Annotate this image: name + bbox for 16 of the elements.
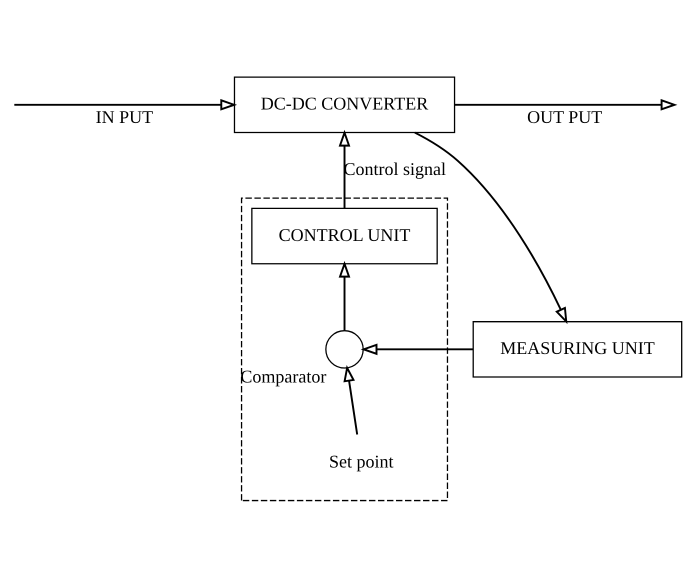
- node-text: Set point: [328, 450, 394, 471]
- cluster: [240, 196, 448, 501]
- arrow: [360, 342, 474, 355]
- node-label: Comparator: [240, 366, 326, 386]
- node-box: CONTROL UNIT: [251, 207, 438, 264]
- arrow: [343, 364, 358, 434]
- node-box: MEASURING UNIT: [472, 320, 682, 378]
- arrow: [414, 131, 568, 324]
- arrow: [338, 260, 350, 330]
- node-box: DC-DC CONVERTER: [234, 76, 456, 133]
- edge-label: IN PUT: [96, 106, 154, 127]
- arrow: [454, 98, 678, 110]
- edge-label: OUT PUT: [527, 106, 602, 127]
- node-circle: [325, 330, 364, 368]
- arrow: [14, 98, 238, 110]
- arrow: [338, 129, 350, 208]
